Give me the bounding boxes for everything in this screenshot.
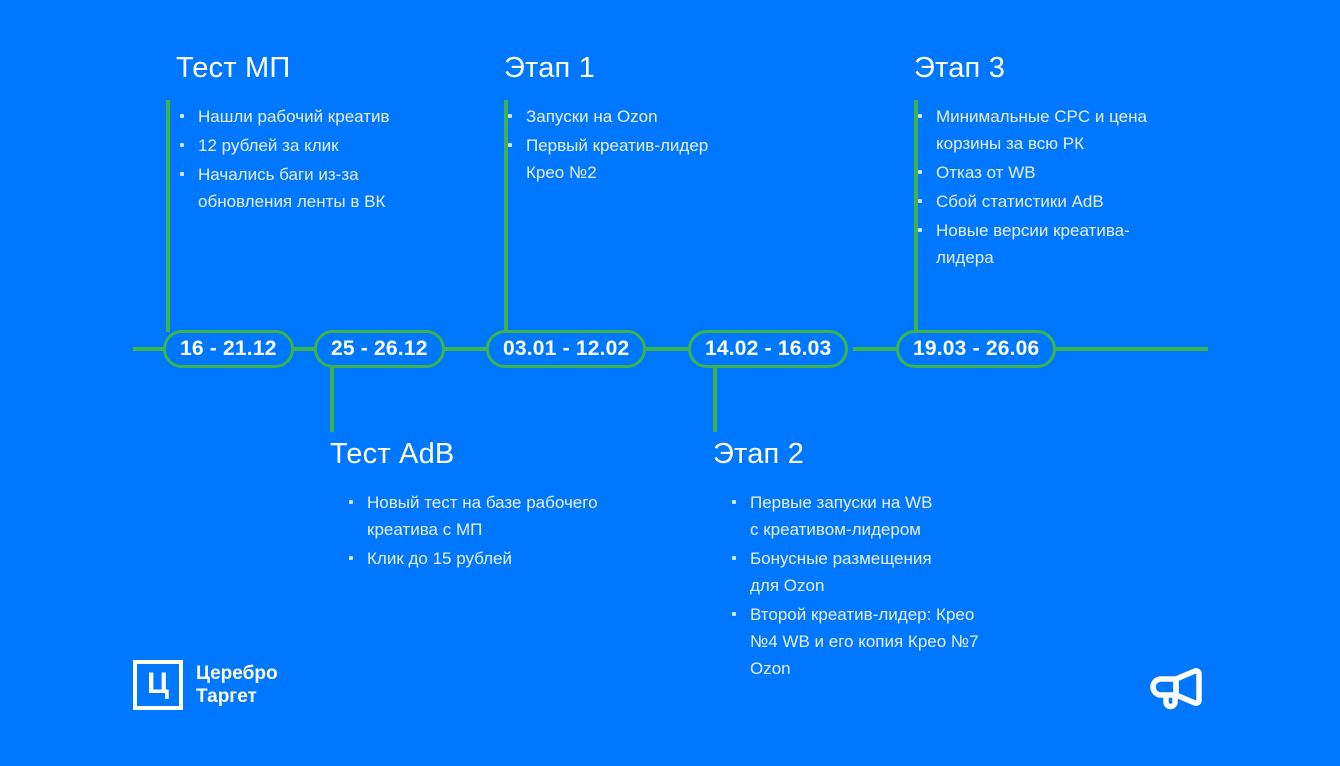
connector-up-1 [166, 100, 170, 332]
block-stage-1-list: Запуски на Ozon Первый креатив-лидер Кре… [504, 103, 719, 186]
block-test-adb: Тест AdB Новый тест на базе рабочего кре… [330, 438, 635, 574]
brand-logo: Ц Церебро Таргет [133, 660, 278, 710]
block-stage-3-list: Минимальные CPC и цена корзины за всю РК… [914, 103, 1154, 271]
axis-segment-4-5 [853, 347, 898, 351]
list-item: Нашли рабочий креатив [176, 103, 406, 130]
timeline-pill-2-label: 25 - 26.12 [331, 337, 428, 360]
list-item: Начались баги из-за обновления ленты в В… [176, 161, 406, 215]
block-stage-3-title: Этап 3 [914, 52, 1006, 84]
block-stage-1-title: Этап 1 [504, 52, 596, 84]
block-stage-1: Этап 1 Запуски на Ozon Первый креатив-ли… [504, 52, 719, 188]
block-stage-2-title: Этап 2 [713, 438, 805, 470]
block-test-mp-title: Тест МП [176, 52, 291, 84]
cerebro-mark-icon: Ц [133, 660, 183, 710]
block-stage-2-list: Первые запуски на WB с креативом-лидером… [728, 489, 993, 682]
axis-segment-2-3 [443, 347, 488, 351]
connector-up-5 [914, 100, 918, 332]
timeline-pill-3[interactable]: 03.01 - 12.02 [486, 330, 647, 368]
block-test-mp: Тест МП Нашли рабочий креатив 12 рублей … [176, 52, 406, 217]
timeline-pill-5-label: 19.03 - 26.06 [913, 337, 1040, 360]
brand-name-line-1: Церебро [196, 663, 278, 684]
megaphone-icon [1150, 666, 1208, 716]
list-item: Первый креатив-лидер Крео №2 [504, 132, 719, 186]
list-item: 12 рублей за клик [176, 132, 406, 159]
timeline-pill-5[interactable]: 19.03 - 26.06 [896, 330, 1057, 368]
timeline-pill-1[interactable]: 16 - 21.12 [163, 330, 294, 368]
axis-segment-right [1055, 347, 1208, 351]
timeline-pill-2[interactable]: 25 - 26.12 [314, 330, 445, 368]
block-test-adb-title: Тест AdB [330, 438, 455, 470]
axis-segment-left [133, 347, 165, 351]
block-stage-3: Этап 3 Минимальные CPC и цена корзины за… [914, 52, 1154, 273]
timeline-pill-1-label: 16 - 21.12 [180, 337, 277, 360]
block-stage-2: Этап 2 Первые запуски на WB с креативом-… [713, 438, 993, 684]
list-item: Первые запуски на WB с креативом-лидером [728, 489, 943, 543]
timeline-pill-4-label: 14.02 - 16.03 [705, 337, 832, 360]
list-item: Новый тест на базе рабочего креатива с М… [345, 489, 635, 543]
list-item: Запуски на Ozon [504, 103, 719, 130]
cerebro-mark-letter: Ц [147, 667, 169, 700]
timeline-pill-3-label: 03.01 - 12.02 [503, 337, 630, 360]
timeline-pill-4[interactable]: 14.02 - 16.03 [688, 330, 849, 368]
list-item: Новые версии креатива-лидера [914, 217, 1149, 271]
block-test-adb-list: Новый тест на базе рабочего креатива с М… [345, 489, 635, 572]
connector-up-3 [504, 100, 508, 332]
list-item: Отказ от WB [914, 159, 1154, 186]
connector-down-2 [330, 366, 334, 432]
list-item: Бонусные размещения для Ozon [728, 545, 933, 599]
brand-name: Церебро Таргет [196, 662, 278, 708]
list-item: Минимальные CPC и цена корзины за всю РК [914, 103, 1154, 157]
axis-segment-3-4 [646, 347, 690, 351]
list-item: Второй креатив-лидер: Крео №4 WB и его к… [728, 601, 993, 682]
connector-down-4 [713, 366, 717, 432]
list-item: Сбой статистики AdB [914, 188, 1154, 215]
brand-name-line-2: Таргет [196, 686, 257, 707]
list-item: Клик до 15 рублей [345, 545, 635, 572]
block-test-mp-list: Нашли рабочий креатив 12 рублей за клик … [176, 103, 406, 215]
